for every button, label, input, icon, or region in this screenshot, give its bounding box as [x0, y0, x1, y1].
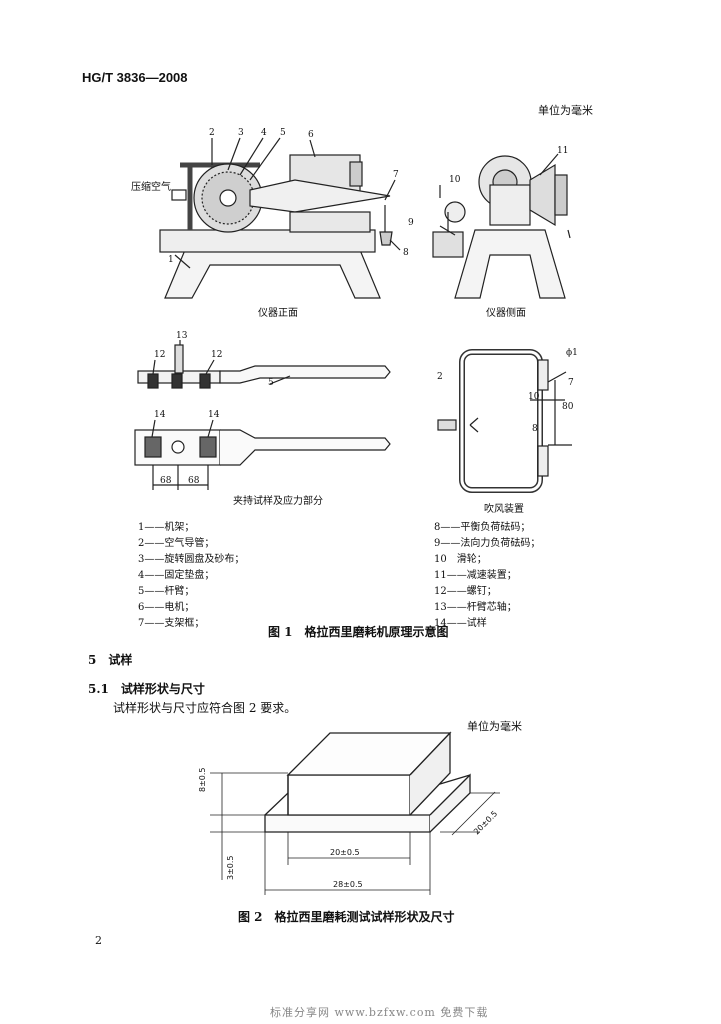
clamp-view: [134, 340, 391, 490]
part-number-12b: 12: [211, 350, 223, 360]
blow-device: [437, 349, 572, 493]
part-number-12a: 12: [154, 350, 166, 360]
legend-item: 12——螺钉；: [434, 586, 497, 597]
dim-height-top: 8±0.5: [198, 767, 207, 792]
dim-68-left: 68: [160, 476, 172, 486]
footer-watermark: 标准分享网 www.bzfxw.com 免费下载: [270, 1006, 489, 1019]
dim-phi: ϕ1: [566, 348, 578, 358]
part-number-13: 13: [176, 331, 188, 341]
part-number-14a: 14: [154, 410, 166, 420]
part-number-8: 8: [403, 248, 409, 258]
legend-item: 3——旋转圆盘及砂布；: [138, 554, 245, 565]
legend-item: 2——空气导管；: [138, 538, 215, 549]
legend-item: 7——支架框；: [138, 618, 205, 629]
dim-width-base: 28±0.5: [333, 880, 363, 889]
part-number-9: 9: [408, 218, 414, 228]
legend-item: 9——法向力负荷砝码；: [434, 538, 541, 549]
legend-item: 10 滑轮；: [434, 554, 487, 565]
legend-item: 4——固定垫盘；: [138, 570, 215, 581]
label-compressed-air: 压缩空气: [131, 182, 171, 193]
part-number-11: 11: [557, 146, 569, 156]
legend-item: 5——杆臂；: [138, 586, 195, 597]
section-5-1-body: 试样形状与尺寸应符合图 2 要求。: [113, 701, 297, 715]
part-number-10: 10: [449, 175, 461, 185]
caption-side-view: 仪器侧面: [486, 308, 526, 319]
part-number-3: 3: [238, 128, 244, 138]
part-number-4: 4: [261, 128, 267, 138]
dim-10: 10: [528, 392, 540, 402]
unit-note-fig2: 单位为毫米: [467, 720, 522, 733]
part-number-2: 2: [209, 128, 215, 138]
caption-front-view: 仪器正面: [258, 308, 298, 319]
dim-80: 80: [562, 402, 574, 412]
page-number: 2: [95, 934, 102, 947]
caption-clamp: 夹持试样及应力部分: [233, 496, 323, 507]
legend-item: 8——平衡负荷砝码；: [434, 522, 531, 533]
legend-item: 6——电机；: [138, 602, 195, 613]
figure2-caption: 图 2 格拉西里磨耗测试试样形状及尺寸: [238, 910, 455, 924]
standard-code: HG/T 3836—2008: [82, 70, 188, 85]
part-number-5b: 5: [268, 378, 274, 388]
legend-item: 11——减速装置；: [434, 570, 517, 581]
section-5-title: 5 试样: [88, 653, 133, 667]
side-view: [432, 153, 571, 299]
legend-item: 1——机架；: [138, 522, 195, 533]
legend-item: 13——杆臂芯轴；: [434, 602, 517, 613]
part-number-1: 1: [168, 255, 174, 265]
dim-height-base: 3±0.5: [226, 855, 235, 880]
front-view: [159, 137, 401, 299]
caption-blow: 吹风装置: [484, 504, 524, 515]
section-5-1-title: 5.1 试样形状与尺寸: [88, 682, 205, 696]
dim-width-top: 20±0.5: [330, 848, 360, 857]
dim-68-right: 68: [188, 476, 200, 486]
dim-8: 8: [532, 424, 538, 434]
legend-left-column: 1——机架； 2——空气导管； 3——旋转圆盘及砂布； 4——固定垫盘； 5——…: [138, 520, 338, 632]
part-number-14b: 14: [208, 410, 220, 420]
unit-note-fig1: 单位为毫米: [538, 104, 593, 117]
part-number-2b: 2: [437, 372, 443, 382]
legend-item: 14——试样: [434, 618, 487, 629]
dim-7: 7: [568, 378, 574, 388]
figure1-caption: 图 1 格拉西里磨耗机原理示意图: [268, 625, 449, 639]
part-number-7: 7: [393, 170, 399, 180]
legend-right-column: 8——平衡负荷砝码； 9——法向力负荷砝码； 10 滑轮； 11——减速装置； …: [296, 520, 541, 632]
part-number-6: 6: [308, 130, 314, 140]
part-number-5: 5: [280, 128, 286, 138]
